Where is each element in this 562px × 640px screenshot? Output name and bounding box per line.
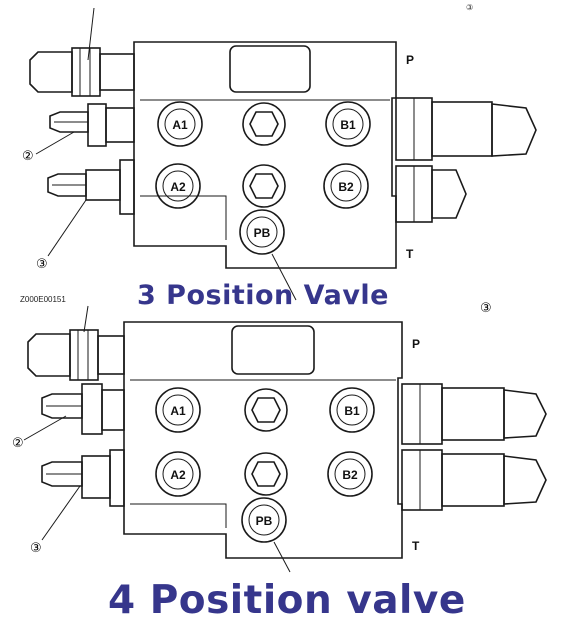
port-a2-label: A2 (170, 180, 186, 194)
port-a2 (155, 451, 201, 497)
solenoid-upper (401, 383, 547, 445)
callout-2: ② (12, 436, 24, 451)
port-a1-label: A1 (172, 118, 188, 132)
port-pb (239, 209, 285, 255)
inlet-fitting (29, 47, 135, 97)
part-number: Z000E00151 (20, 295, 66, 304)
valve-diagram-top: ③ (22, 3, 537, 301)
caption-4-position: 4 Position valve (108, 578, 466, 623)
port-a2 (155, 163, 201, 209)
inlet-fitting (27, 329, 125, 381)
hex-plug (242, 164, 286, 208)
solenoid-lower (395, 165, 467, 223)
valve-diagram-bottom: Z000E00151 ③ (12, 295, 547, 573)
side-fitting-lower (47, 159, 135, 215)
port-b1-label: B1 (344, 404, 360, 418)
hex-plug (244, 452, 288, 496)
port-b1 (329, 387, 375, 433)
port-b2-label: B2 (338, 180, 354, 194)
port-a1-label: A1 (170, 404, 186, 418)
port-t-label: T (412, 539, 420, 553)
caption-3-position: 3 Position Vavle (137, 280, 389, 311)
side-fitting-upper (41, 383, 125, 435)
callout-marker: ③ (466, 3, 473, 12)
port-a1 (157, 101, 203, 147)
port-b2 (323, 163, 369, 209)
port-t-label: T (406, 247, 414, 261)
port-b2 (327, 451, 373, 497)
port-b2-label: B2 (342, 468, 358, 482)
port-pb-label: PB (256, 514, 273, 528)
port-p-label: P (412, 337, 420, 351)
port-p-label: P (406, 53, 414, 67)
side-fitting-lower (41, 449, 125, 507)
port-a2-label: A2 (170, 468, 186, 482)
port-a1 (155, 387, 201, 433)
side-fitting-upper (49, 103, 135, 147)
port-b1-label: B1 (340, 118, 356, 132)
callout-3: ③ (36, 257, 48, 272)
callout-2: ② (22, 149, 34, 164)
solenoid-upper (395, 97, 537, 161)
hex-plug (242, 102, 286, 146)
solenoid-lower (401, 449, 547, 511)
top-window (231, 325, 315, 375)
callout-3-right: ③ (480, 301, 492, 316)
port-pb-label: PB (254, 226, 271, 240)
top-window (229, 45, 311, 93)
port-pb (241, 497, 287, 543)
hex-plug (244, 388, 288, 432)
port-b1 (325, 101, 371, 147)
callout-3: ③ (30, 541, 42, 556)
